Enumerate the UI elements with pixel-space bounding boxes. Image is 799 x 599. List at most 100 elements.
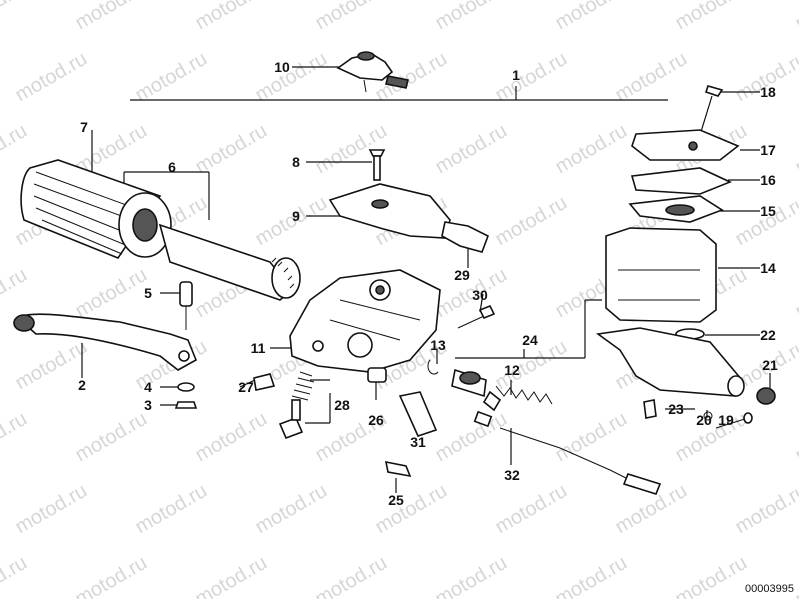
watermark-text: motod.ru — [72, 0, 151, 34]
watermark-text: motod.ru — [192, 0, 271, 34]
callout-5: 5 — [144, 285, 152, 301]
callout-3: 3 — [144, 397, 152, 413]
part-17-lid — [631, 129, 740, 161]
watermark-text: motod.ru — [72, 264, 151, 323]
callout-29: 29 — [454, 267, 470, 283]
part-27-screw — [253, 373, 276, 391]
part-16-gasket — [630, 167, 733, 195]
part-8-screw — [368, 149, 386, 181]
part-19-screw — [715, 412, 753, 429]
watermark-text: motod.ru — [12, 48, 91, 107]
part-6-throttle-tube — [158, 223, 301, 301]
callout-28: 28 — [334, 397, 350, 413]
part-26-switch — [367, 367, 387, 383]
callout-8: 8 — [292, 154, 300, 170]
callout-11: 11 — [251, 340, 266, 356]
part-24-piston — [451, 368, 487, 398]
watermark-text: motod.ru — [192, 120, 271, 179]
callout-14: 14 — [760, 260, 776, 276]
part-14-reservoir — [605, 227, 717, 323]
callout-24: 24 — [522, 332, 538, 348]
watermark-text: motod.ru — [552, 552, 631, 599]
watermark-text: motod.ru — [792, 408, 799, 467]
callout-19: 19 — [718, 412, 734, 428]
watermark-text: motod.ru — [792, 120, 799, 179]
part-9-cover — [328, 183, 451, 239]
watermark-text: motod.ru — [552, 120, 631, 179]
callout-4: 4 — [144, 379, 152, 395]
watermark-text: motod.ru — [132, 48, 211, 107]
part-21-cap — [756, 387, 776, 405]
callout-25: 25 — [388, 492, 404, 508]
part-32-cable — [473, 410, 662, 495]
watermark-text: motod.ru — [732, 192, 799, 251]
callout-16: 16 — [760, 172, 776, 188]
callout-26: 26 — [368, 412, 384, 428]
watermark-text: motod.ru — [432, 120, 511, 179]
callout-27: 27 — [238, 379, 254, 395]
callout-18: 18 — [760, 84, 776, 100]
watermark-text: motod.ru — [792, 264, 799, 323]
part-31-adapter — [398, 391, 438, 437]
callout-7: 7 — [80, 119, 88, 135]
callout-21: 21 — [762, 357, 778, 373]
watermark-text: motod.ru — [192, 552, 271, 599]
callout-17: 17 — [760, 142, 776, 158]
callout-6: 6 — [168, 159, 176, 175]
part-25-clip — [384, 460, 412, 478]
watermark-text: motod.ru — [432, 408, 511, 467]
watermark-text: motod.ru — [432, 552, 511, 599]
watermark-text: motod.ru — [492, 480, 571, 539]
watermark-text: motod.ru — [72, 408, 151, 467]
watermark-text: motod.ru — [72, 552, 151, 599]
part-20-washer — [703, 411, 713, 421]
callout-13: 13 — [430, 337, 446, 353]
part-30-screw — [457, 304, 496, 329]
part-15-diaphragm — [628, 195, 724, 223]
part-4-washer — [177, 382, 195, 392]
callout-12: 12 — [504, 362, 520, 378]
part-2-lever — [13, 313, 198, 371]
watermark-text: motod.ru — [432, 264, 511, 323]
watermark-text: motod.ru — [432, 0, 511, 34]
callout-2: 2 — [78, 377, 86, 393]
callout-15: 15 — [760, 203, 776, 219]
watermark-text: motod.ru — [252, 48, 331, 107]
part-28-spring-screw — [278, 371, 315, 440]
watermark-text: motod.ru — [792, 0, 799, 34]
callout-1: 1 — [512, 67, 520, 83]
watermark-text: motod.ru — [0, 120, 31, 179]
callout-labels: 1234567891011121314151617181920212223242… — [78, 59, 778, 508]
watermark-text: motod.ru — [612, 48, 691, 107]
callout-30: 30 — [472, 287, 488, 303]
part-11-housing — [289, 269, 441, 373]
watermark-text: motod.ru — [0, 0, 31, 34]
watermark-text: motod.ru — [312, 0, 391, 34]
part-23-screw — [643, 399, 657, 419]
leader-lines — [81, 66, 771, 493]
watermark-text: motod.ru — [0, 408, 31, 467]
watermark-text: motod.ru — [12, 480, 91, 539]
watermark-text: motod.ru — [0, 264, 31, 323]
watermark-text: motod.ru — [732, 480, 799, 539]
watermark-text: motod.ru — [372, 480, 451, 539]
callout-20: 20 — [696, 412, 712, 428]
watermark-text: motod.ru — [672, 552, 751, 599]
watermark-text: motod.ru — [492, 192, 571, 251]
callout-23: 23 — [668, 401, 684, 417]
watermark-text: motod.ru — [192, 408, 271, 467]
part-7-grip — [20, 159, 172, 259]
watermark-text: motod.ru — [672, 0, 751, 34]
watermark-text: motod.ru — [252, 480, 331, 539]
watermark-text: motod.ru — [132, 480, 211, 539]
callout-32: 32 — [504, 467, 520, 483]
part-12-spring — [482, 385, 553, 412]
callout-22: 22 — [760, 327, 776, 343]
watermark-text: motod.ru — [492, 48, 571, 107]
part-13-circlip — [427, 359, 439, 375]
part-5-pin — [179, 281, 193, 330]
part-10-switch — [336, 51, 409, 93]
callout-31: 31 — [410, 434, 426, 450]
callout-10: 10 — [274, 59, 290, 75]
